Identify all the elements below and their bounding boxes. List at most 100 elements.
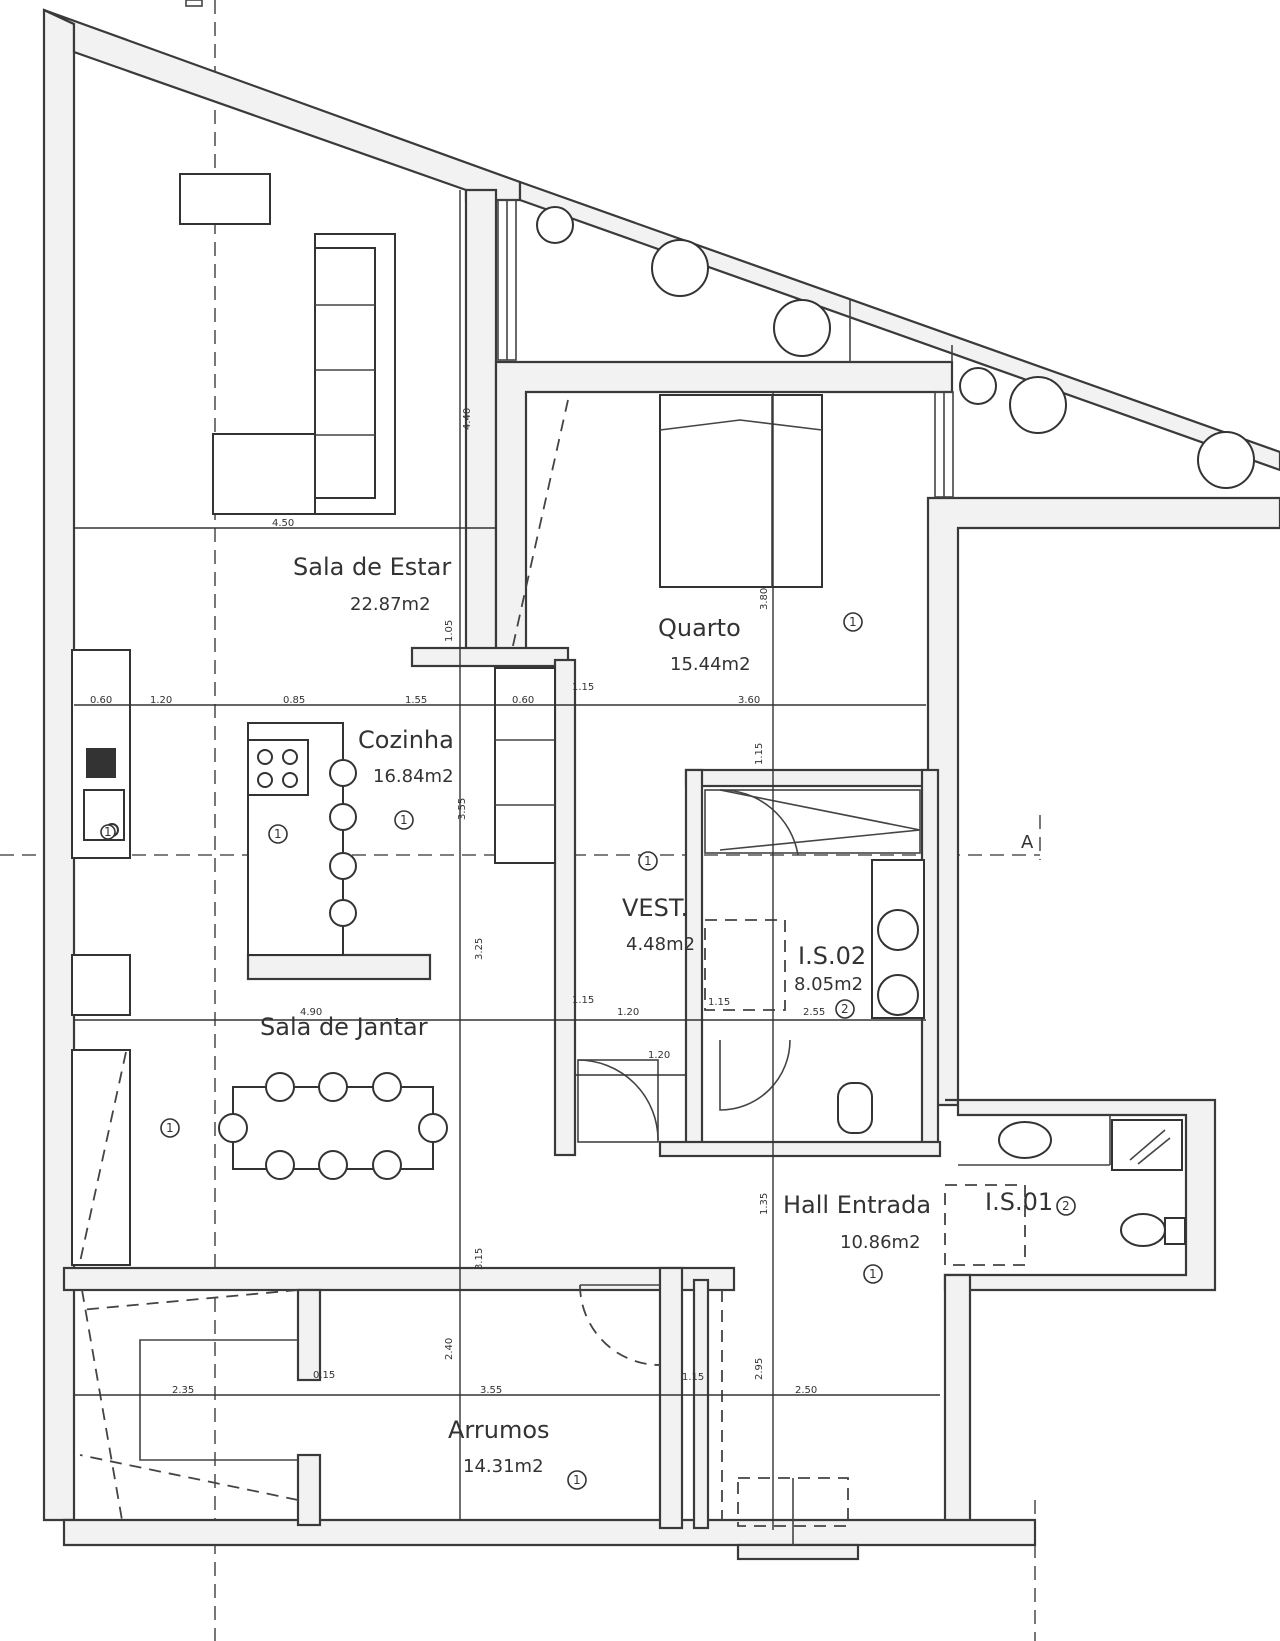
hall-north-wall bbox=[658, 1140, 942, 1158]
room-area-hall: 10.86m2 bbox=[840, 1232, 921, 1253]
room-area-quarto: 15.44m2 bbox=[670, 654, 751, 675]
stool-icon bbox=[329, 759, 357, 787]
washbasin-icon bbox=[877, 909, 919, 951]
bedroom-furniture bbox=[494, 394, 823, 864]
door-swing bbox=[577, 1059, 659, 1141]
dim-label: 2.50 bbox=[795, 1385, 817, 1396]
dim-label: 1.15 bbox=[754, 743, 765, 765]
dim-label: 3.55 bbox=[457, 798, 468, 820]
toilet-icon bbox=[1120, 1213, 1166, 1247]
wardrobe-door-swing bbox=[511, 399, 569, 651]
svg-text:1: 1 bbox=[573, 1473, 581, 1487]
plant-icon bbox=[536, 206, 574, 244]
storage-pier-lower bbox=[296, 1453, 322, 1527]
east-wall-lower bbox=[943, 1273, 972, 1532]
toilet-icon bbox=[837, 1082, 873, 1134]
is02-door-swing bbox=[704, 919, 786, 1011]
svg-text:1: 1 bbox=[849, 615, 857, 629]
plant-icon bbox=[773, 299, 831, 357]
washbasin-icon bbox=[877, 974, 919, 1016]
dim-label: 3.15 bbox=[474, 1248, 485, 1270]
svg-text:1: 1 bbox=[400, 813, 408, 827]
room-marker: 1 bbox=[100, 824, 116, 840]
svg-text:1: 1 bbox=[166, 1121, 174, 1135]
stool-icon bbox=[329, 803, 357, 831]
dimension-lines bbox=[74, 190, 940, 1530]
dim-label: 3.60 bbox=[738, 695, 760, 706]
room-name-quarto: Quarto bbox=[658, 614, 741, 642]
kitchen-bedroom-partition bbox=[410, 646, 570, 668]
tv-icon bbox=[179, 173, 271, 225]
svg-text:1: 1 bbox=[104, 825, 112, 839]
storage-shelf-icon bbox=[139, 1339, 298, 1461]
is01-walls bbox=[943, 1098, 1217, 1292]
dim-label: 4.90 bbox=[300, 1007, 322, 1018]
room-marker: 2 bbox=[1056, 1196, 1076, 1216]
room-marker: 1 bbox=[268, 824, 288, 844]
dim-label: 3.25 bbox=[474, 938, 485, 960]
windows bbox=[497, 199, 954, 498]
room-name-arrumos: Arrumos bbox=[448, 1416, 550, 1444]
section-label: A bbox=[1021, 832, 1034, 853]
storage-east-wall bbox=[658, 1266, 684, 1530]
chair-icon bbox=[418, 1113, 448, 1143]
room-labels: Sala de Estar 22.87m2 Quarto 15.44m2 Coz… bbox=[260, 553, 1053, 1477]
room-name-sala-estar: Sala de Estar bbox=[293, 553, 451, 581]
room-marker: 1 bbox=[394, 810, 414, 830]
entrance-step bbox=[736, 1543, 860, 1561]
dim-label: 1.15 bbox=[572, 995, 594, 1006]
storage-detail bbox=[79, 1284, 849, 1545]
west-wall bbox=[42, 8, 76, 1522]
stool-icon bbox=[329, 899, 357, 927]
dim-label: 3.55 bbox=[480, 1385, 502, 1396]
dim-label: 2.35 bbox=[172, 1385, 194, 1396]
entrance-door-swing bbox=[737, 1477, 849, 1527]
storage-pier-upper bbox=[296, 1288, 322, 1382]
plant-icon bbox=[1009, 376, 1067, 434]
room-name-cozinha: Cozinha bbox=[358, 726, 454, 754]
fridge-icon bbox=[71, 954, 131, 1016]
bed-icon bbox=[659, 394, 823, 588]
room-area-sala-estar: 22.87m2 bbox=[350, 594, 431, 615]
kitchen-furniture bbox=[71, 649, 357, 1266]
living-furniture bbox=[179, 173, 396, 515]
is01-door-swing bbox=[944, 1184, 1026, 1266]
dimension-labels: 4.50 0.60 1.20 0.85 1.55 0.60 1.15 3.60 … bbox=[90, 408, 825, 1396]
door-swing bbox=[719, 789, 799, 856]
dim-label: 0.15 bbox=[313, 1370, 335, 1381]
washbasin-icon bbox=[998, 1121, 1052, 1159]
pantry-icon bbox=[71, 1049, 131, 1266]
door-swing bbox=[719, 1039, 791, 1111]
plant-icon bbox=[959, 367, 997, 405]
dim-label: 1.05 bbox=[444, 620, 455, 642]
room-markers: 1 1 1 1 1 2 1 2 1 1 bbox=[100, 612, 1076, 1490]
axis-tag bbox=[185, 0, 203, 7]
room-area-arrumos: 14.31m2 bbox=[463, 1456, 544, 1477]
room-marker: 1 bbox=[567, 1470, 587, 1490]
dim-label: 4.50 bbox=[272, 518, 294, 529]
dining-furniture bbox=[218, 1072, 448, 1180]
is02-north-wall bbox=[684, 768, 928, 788]
south-wall bbox=[62, 1518, 1037, 1547]
plant-icon bbox=[1197, 431, 1255, 489]
kitchen-counter-end bbox=[246, 953, 432, 981]
dim-label: 1.15 bbox=[708, 997, 730, 1008]
room-name-vest: VEST. bbox=[622, 894, 688, 922]
room-name-sala-jantar: Sala de Jantar bbox=[260, 1013, 428, 1041]
svg-text:1: 1 bbox=[869, 1267, 877, 1281]
dim-label: 1.20 bbox=[648, 1050, 670, 1061]
dim-label: 0.60 bbox=[512, 695, 534, 706]
room-name-is02: I.S.02 bbox=[798, 942, 866, 970]
terrace-plants bbox=[536, 206, 1255, 489]
closet-doors bbox=[577, 1059, 659, 1143]
dim-label: 2.95 bbox=[754, 1358, 765, 1380]
chaise-icon bbox=[212, 433, 316, 515]
room-marker: 1 bbox=[638, 851, 658, 871]
chair-icon bbox=[265, 1072, 295, 1102]
bathtub-icon bbox=[719, 789, 921, 851]
sink-icon bbox=[86, 748, 116, 778]
plant-icon bbox=[651, 239, 709, 297]
svg-text:1: 1 bbox=[274, 827, 282, 841]
storage-north-wall bbox=[62, 1266, 736, 1292]
cooktop-icon bbox=[247, 739, 309, 796]
